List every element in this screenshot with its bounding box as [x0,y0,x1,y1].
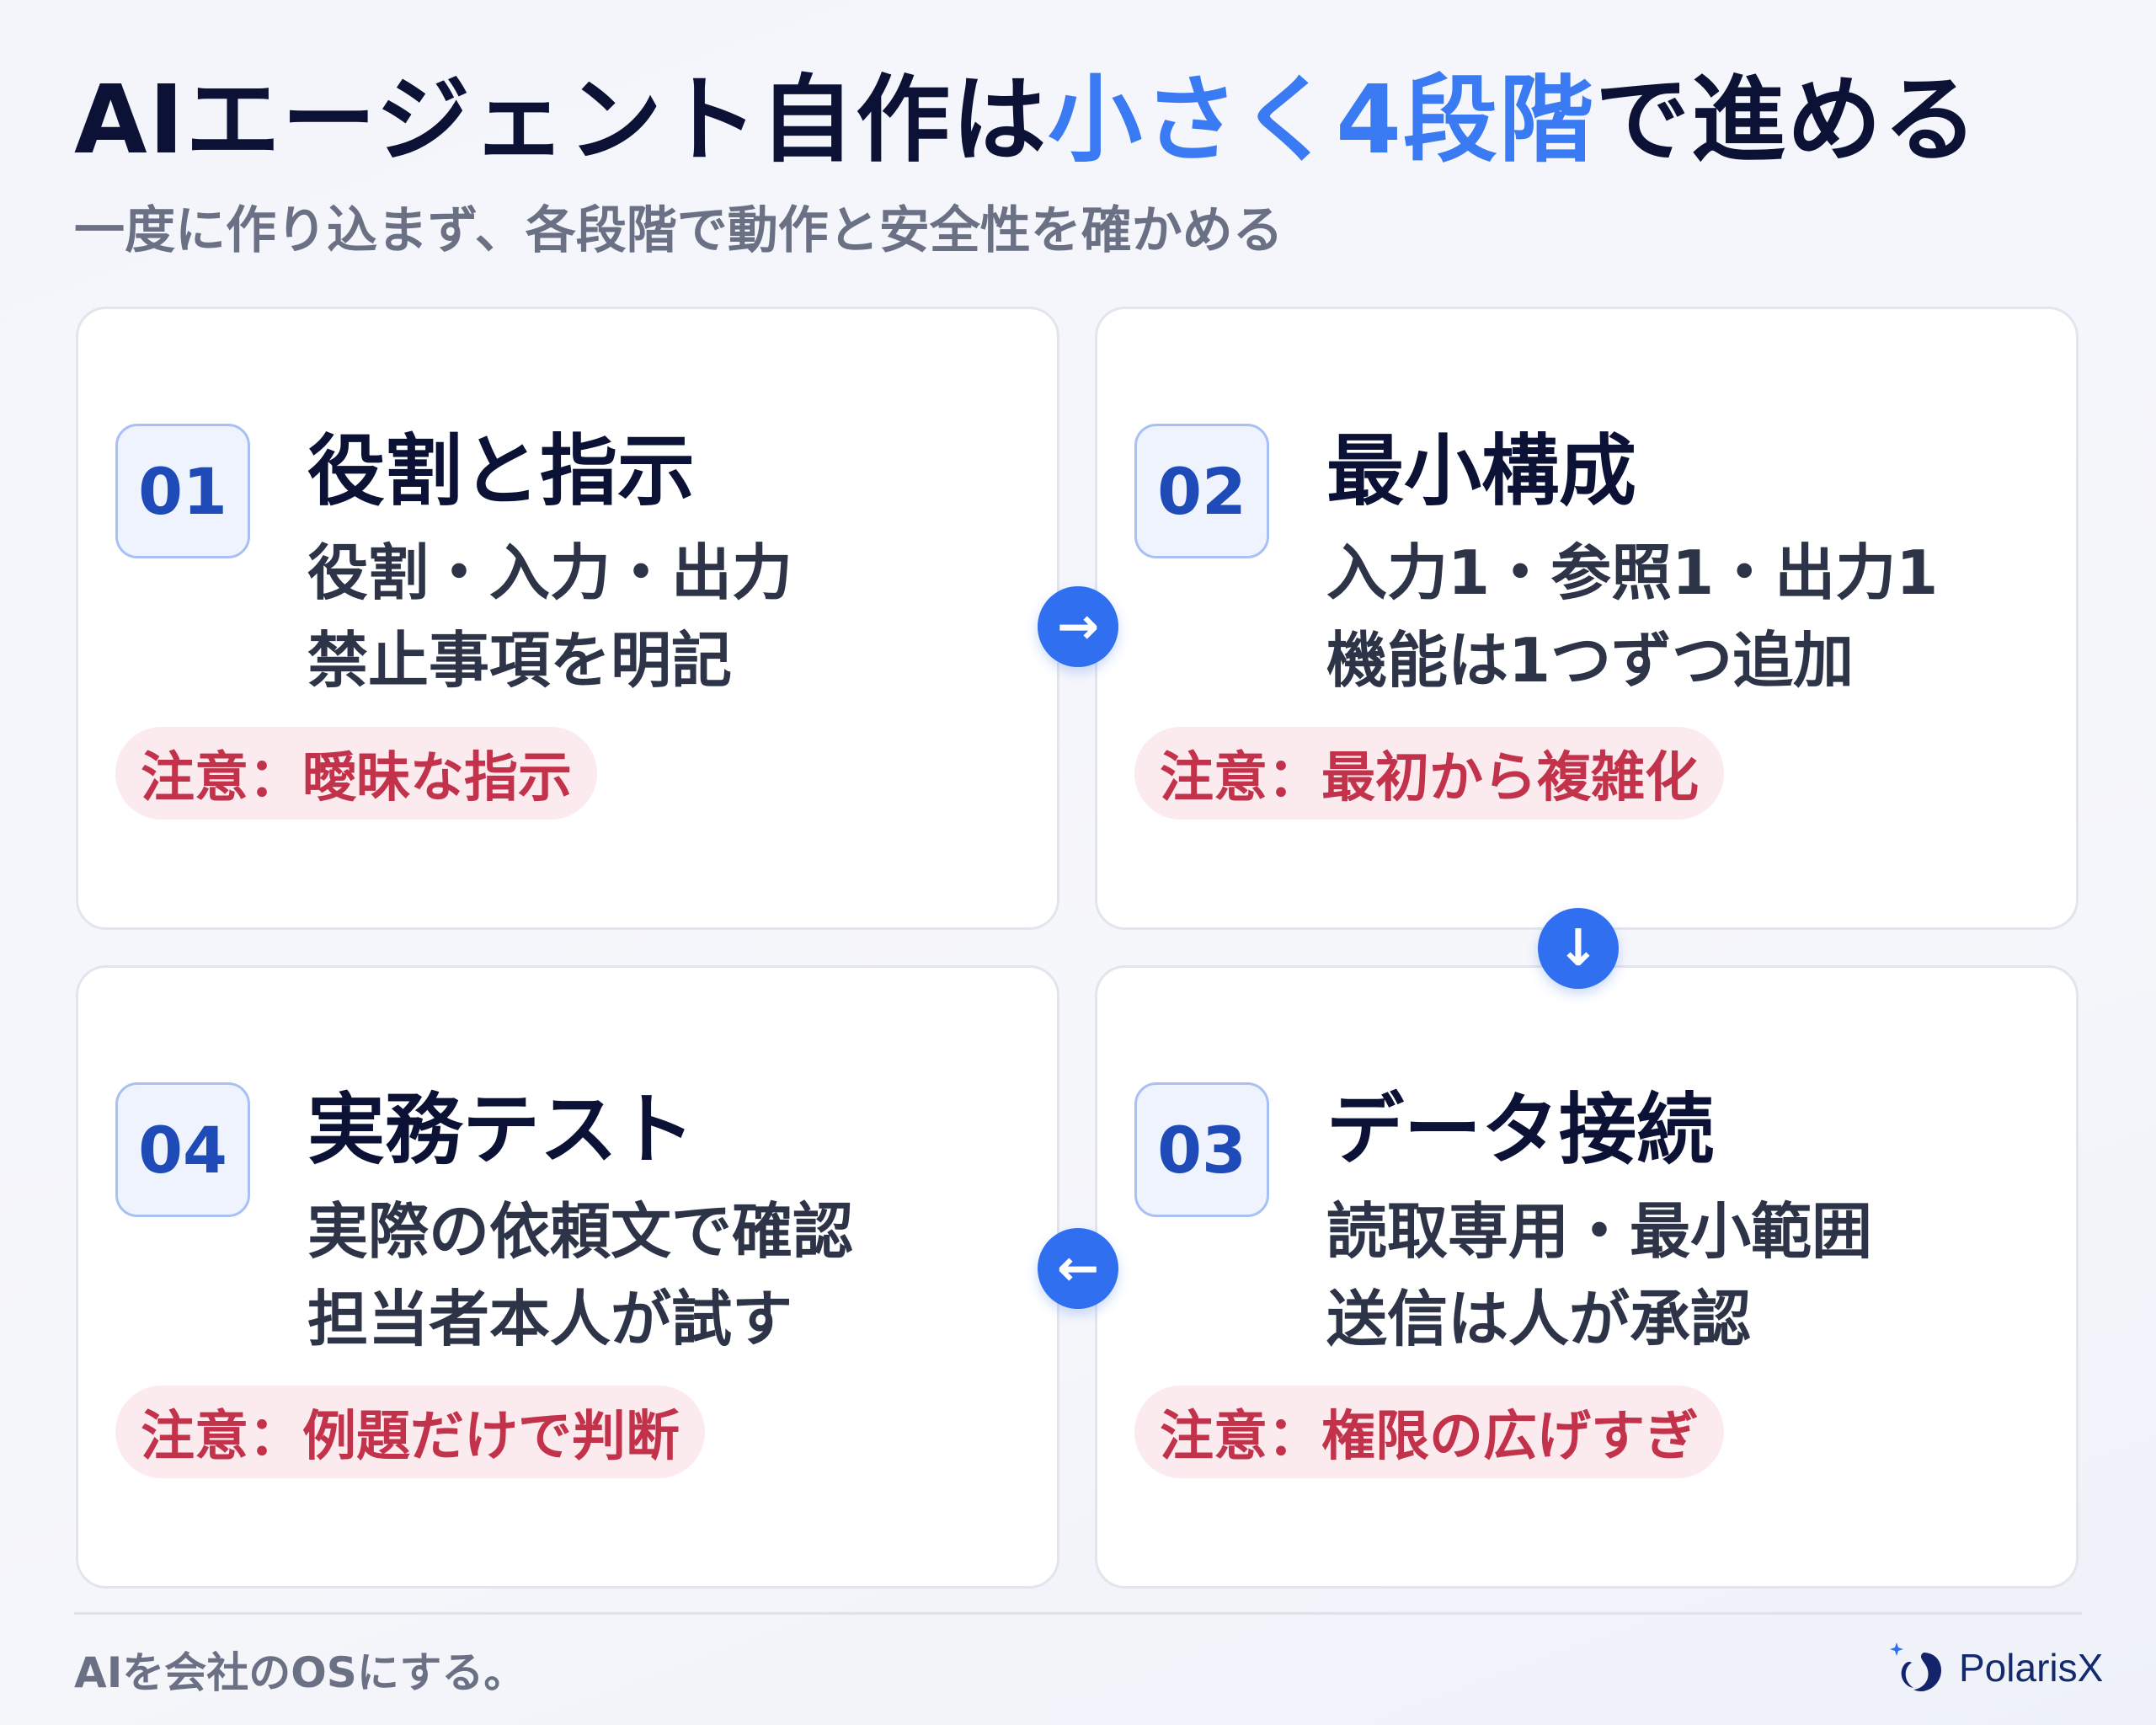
arrow-right-icon: → [1038,586,1118,667]
step-description-line-2: 送信は人が承認 [1326,1284,1752,1354]
step-description-line-1: 入力1・参照1・出力1 [1326,537,1939,608]
footer-tagline: AIを会社のOSにする。 [74,1648,526,1697]
step-description-line-2: 禁止事項を明記 [307,625,733,696]
step-description-line-1: 読取専用・最小範囲 [1326,1196,1873,1267]
step-description-line-1: 役割・入力・出力 [307,537,793,608]
step-title: 役割と指示 [307,426,696,516]
warning-pill: 注意：権限の広げすぎ [1134,1386,1724,1478]
step-description-line-2: 担当者本人が試す [307,1284,793,1354]
step-card-03: 03 データ接続 読取専用・最小範囲 送信は人が承認 注意：権限の広げすぎ [1095,965,2079,1589]
title-part-1: AIエージェント自作は [74,66,1049,175]
step-card-04: 04 実務テスト 実際の依頼文で確認 担当者本人が試す 注意：例題だけで判断 [76,965,1059,1589]
step-description-line-2: 機能は1つずつ追加 [1326,625,1854,696]
step-number-badge: 04 [115,1082,250,1217]
warning-pill: 注意：曖昧な指示 [115,727,597,820]
step-description-line-1: 実際の依頼文で確認 [307,1196,854,1267]
warning-pill: 注意：最初から複雑化 [1134,727,1724,820]
step-title: 最小構成 [1326,426,1637,516]
brand-name: PolarisX [1959,1646,2104,1690]
step-title: データ接続 [1326,1085,1715,1175]
title-part-2: で進める [1595,66,1980,175]
brand: PolarisX [1886,1634,2103,1701]
polarisx-logo-icon [1890,1642,1942,1692]
step-number-badge: 01 [115,424,250,558]
arrow-left-icon: ← [1038,1228,1118,1309]
step-title: 実務テスト [307,1085,696,1175]
page-subtitle: 一度に作り込まず、各段階で動作と安全性を確かめる [74,201,1283,260]
page-title: AIエージェント自作は小さく4段階で進める [74,64,1979,177]
footer-divider [74,1612,2082,1615]
step-number-badge: 03 [1134,1082,1269,1217]
step-number-badge: 02 [1134,424,1269,558]
step-card-02: 02 最小構成 入力1・参照1・出力1 機能は1つずつ追加 注意：最初から複雑化 [1095,307,2079,930]
step-card-01: 01 役割と指示 役割・入力・出力 禁止事項を明記 注意：曖昧な指示 [76,307,1059,930]
warning-pill: 注意：例題だけで判断 [115,1386,705,1478]
arrow-down-icon: ↓ [1538,908,1619,989]
title-accent: 小さく4段階 [1048,66,1596,175]
